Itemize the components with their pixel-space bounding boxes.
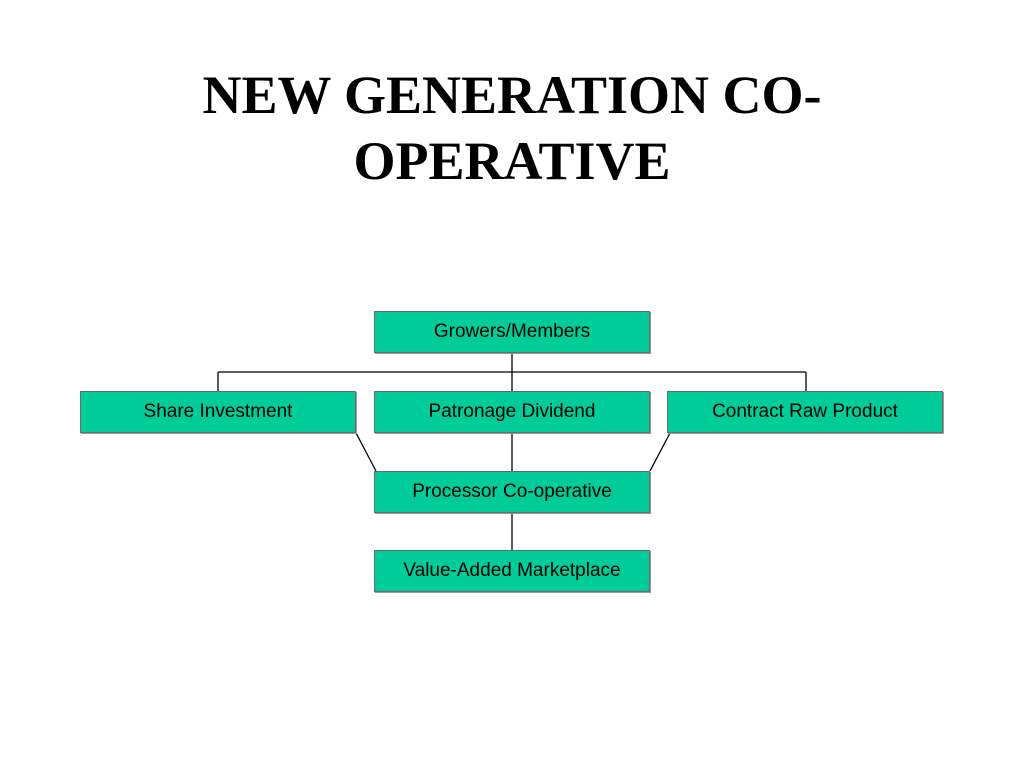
slide-title-line-1: NEW GENERATION CO- — [202, 65, 822, 125]
node-value-added-marketplace: Value-Added Marketplace — [374, 550, 650, 592]
node-share-investment: Share Investment — [80, 391, 356, 433]
node-label: Share Investment — [143, 401, 293, 422]
node-label: Value-Added Marketplace — [403, 560, 621, 581]
node-label: Growers/Members — [433, 321, 591, 342]
connector-contract-to-processor — [649, 432, 671, 472]
slide-title-line-2: OPERATIVE — [353, 131, 671, 191]
node-label: Patronage Dividend — [428, 401, 596, 422]
node-label: Contract Raw Product — [712, 401, 898, 422]
node-processor-co-operative: Processor Co-operative — [374, 471, 650, 513]
slide-title: NEW GENERATION CO- OPERATIVE — [0, 62, 1024, 194]
connector-share-to-processor — [355, 432, 377, 472]
node-growers-members: Growers/Members — [374, 311, 650, 353]
node-label: Processor Co-operative — [412, 481, 612, 502]
node-contract-raw-product: Contract Raw Product — [667, 391, 943, 433]
node-patronage-dividend: Patronage Dividend — [374, 391, 650, 433]
